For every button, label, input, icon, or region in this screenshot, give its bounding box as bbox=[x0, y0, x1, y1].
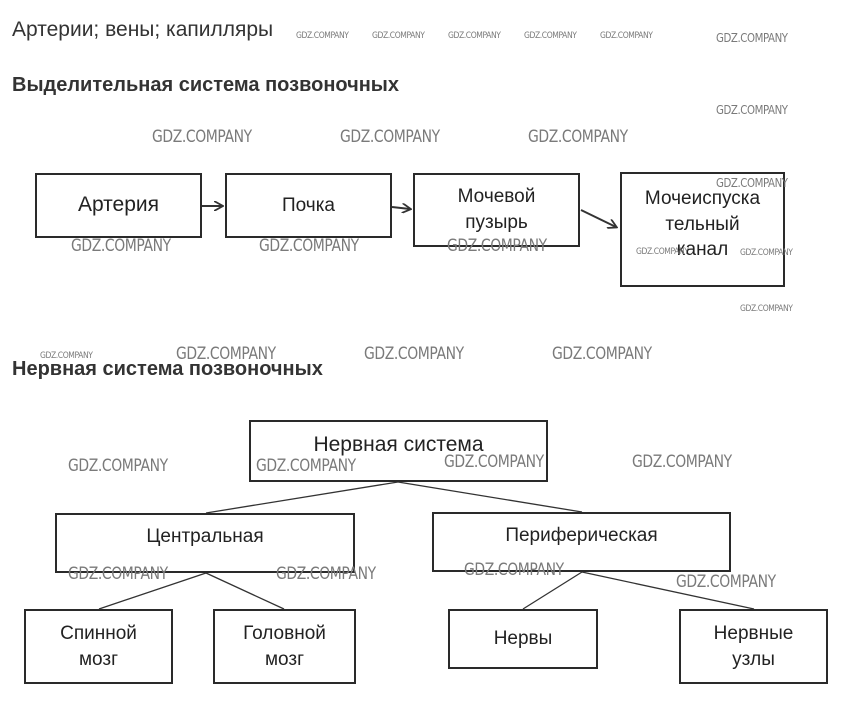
watermark: GDZ.COMPANY bbox=[68, 456, 168, 476]
intro-line: Артерии; вены; капилляры bbox=[12, 18, 274, 41]
watermark: GDZ.COMPANY bbox=[716, 31, 788, 45]
watermark: GDZ.COMPANY bbox=[524, 31, 577, 41]
watermark: GDZ.COMPANY bbox=[372, 31, 425, 41]
node-label: Головной мозг bbox=[243, 622, 326, 670]
node-label: Центральная bbox=[146, 526, 264, 547]
watermark: GDZ.COMPANY bbox=[68, 564, 168, 584]
watermark: GDZ.COMPANY bbox=[528, 127, 628, 147]
arrow-bladder-to-urethra bbox=[580, 209, 616, 227]
watermark: GDZ.COMPANY bbox=[716, 176, 788, 190]
watermark: GDZ.COMPANY bbox=[740, 248, 793, 258]
watermark: GDZ.COMPANY bbox=[340, 127, 440, 147]
watermark: GDZ.COMPANY bbox=[716, 103, 788, 117]
excretory-step-artery: Артерия bbox=[35, 173, 202, 238]
excretory-heading: Выделительная система позвоночных bbox=[12, 74, 400, 96]
excretory-step-urethra: Мочеиспуска тельный канал bbox=[620, 172, 785, 287]
step-label: Почка bbox=[281, 194, 335, 216]
watermark: GDZ.COMPANY bbox=[740, 304, 793, 314]
nervous-root-node: Нервная система bbox=[249, 420, 548, 482]
nervous-ganglia-node: Нервные узлы bbox=[679, 609, 828, 684]
watermark: GDZ.COMPANY bbox=[464, 560, 564, 580]
link-peripheral-ganglia bbox=[581, 571, 755, 610]
link-central-brain bbox=[205, 572, 285, 610]
watermark: GDZ.COMPANY bbox=[600, 31, 653, 41]
excretory-step-bladder: Мочевой пузырь bbox=[413, 173, 580, 247]
link-root-central bbox=[205, 481, 399, 514]
nervous-heading: Нервная система позвоночных bbox=[12, 358, 323, 380]
watermark: GDZ.COMPANY bbox=[176, 344, 276, 364]
nervous-nerves-node: Нервы bbox=[448, 609, 598, 669]
watermark: GDZ.COMPANY bbox=[552, 344, 652, 364]
arrow-kidney-to-bladder bbox=[391, 207, 410, 209]
watermark: GDZ.COMPANY bbox=[632, 452, 732, 472]
node-label: Спинной мозг bbox=[60, 622, 137, 670]
watermark: GDZ.COMPANY bbox=[152, 127, 252, 147]
watermark: GDZ.COMPANY bbox=[40, 351, 93, 361]
nervous-central-node: Центральная bbox=[55, 513, 355, 573]
watermark: GDZ.COMPANY bbox=[256, 456, 356, 476]
node-label: Периферическая bbox=[505, 525, 658, 546]
node-label: Нервы bbox=[493, 628, 553, 650]
watermark: GDZ.COMPANY bbox=[447, 236, 547, 256]
watermark: GDZ.COMPANY bbox=[444, 452, 544, 472]
nervous-brain-node: Головной мозг bbox=[213, 609, 356, 684]
watermark: GDZ.COMPANY bbox=[448, 31, 501, 41]
node-label: Нервные узлы bbox=[713, 622, 794, 670]
watermark: GDZ.COMPANY bbox=[259, 236, 359, 256]
watermark: GDZ.COMPANY bbox=[71, 236, 171, 256]
nervous-spinal-cord-node: Спинной мозг bbox=[24, 609, 173, 684]
step-label: Мочеиспуска тельный канал bbox=[644, 188, 761, 261]
watermark: GDZ.COMPANY bbox=[636, 247, 689, 257]
watermark: GDZ.COMPANY bbox=[276, 564, 376, 584]
step-label: Артерия bbox=[77, 193, 160, 217]
watermark: GDZ.COMPANY bbox=[676, 572, 776, 592]
step-label: Мочевой пузырь bbox=[457, 186, 536, 233]
watermark: GDZ.COMPANY bbox=[296, 31, 349, 41]
link-root-peripheral bbox=[397, 481, 583, 513]
node-label: Нервная система bbox=[313, 433, 484, 456]
link-peripheral-nerves bbox=[522, 571, 583, 610]
nervous-peripheral-node: Периферическая bbox=[432, 512, 731, 572]
watermark: GDZ.COMPANY bbox=[364, 344, 464, 364]
excretory-step-kidney: Почка bbox=[225, 173, 392, 238]
link-central-spinal bbox=[98, 572, 207, 610]
